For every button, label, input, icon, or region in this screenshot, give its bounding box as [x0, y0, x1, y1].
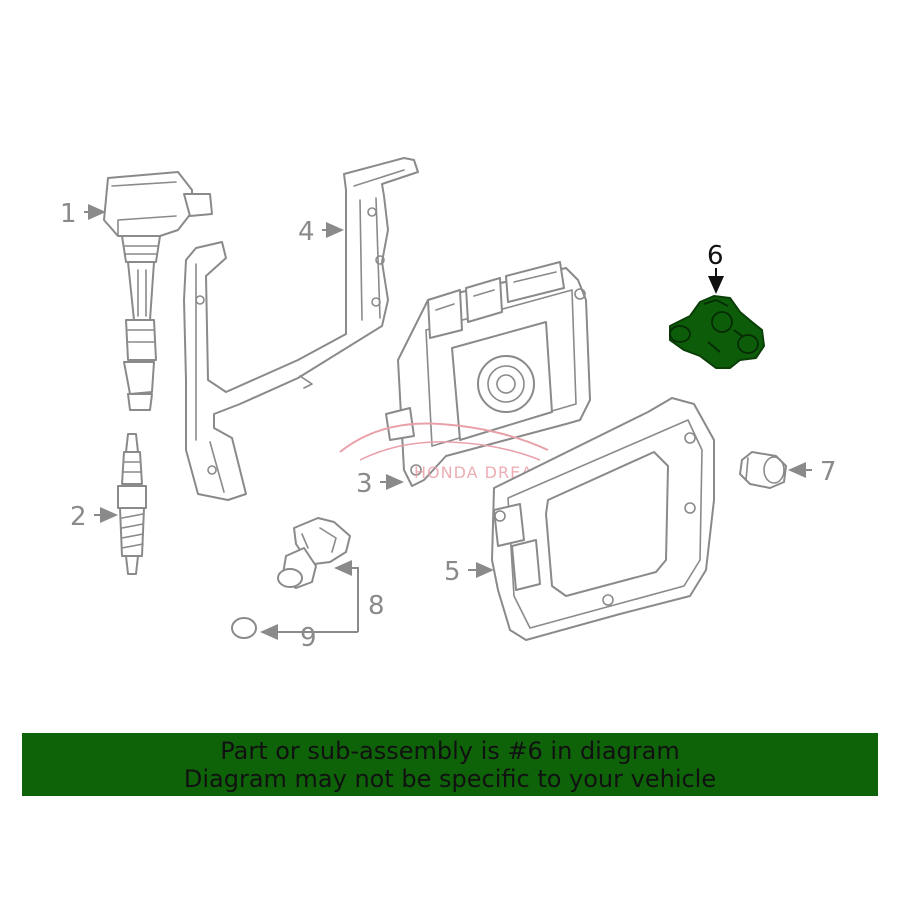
ignition-coil-part	[103, 171, 213, 411]
callout-1: 1	[60, 199, 77, 229]
ecu-part	[385, 261, 591, 487]
callout-4: 4	[298, 217, 315, 247]
small-sensor-part	[739, 451, 787, 489]
callout-2: 2	[70, 502, 87, 532]
callout-6: 6	[707, 241, 724, 271]
position-sensor-part	[277, 517, 351, 589]
callout-7: 7	[820, 457, 837, 487]
callout-9: 9	[300, 623, 317, 653]
callout-5: 5	[444, 557, 461, 587]
callout-8: 8	[368, 591, 385, 621]
control-module-part	[491, 397, 715, 641]
o-ring-part	[231, 617, 257, 639]
highlighted-part-6	[669, 295, 765, 369]
banner-line-2: Diagram may not be specific to your vehi…	[183, 764, 717, 793]
info-banner: Part or sub-assembly is #6 in diagram Di…	[22, 733, 878, 796]
banner-line-1: Part or sub-assembly is #6 in diagram	[220, 736, 680, 765]
callout-3: 3	[356, 469, 373, 499]
ecu-bracket-part	[183, 157, 419, 501]
spark-plug-part	[117, 433, 147, 575]
leader-8-bracket	[334, 560, 359, 604]
